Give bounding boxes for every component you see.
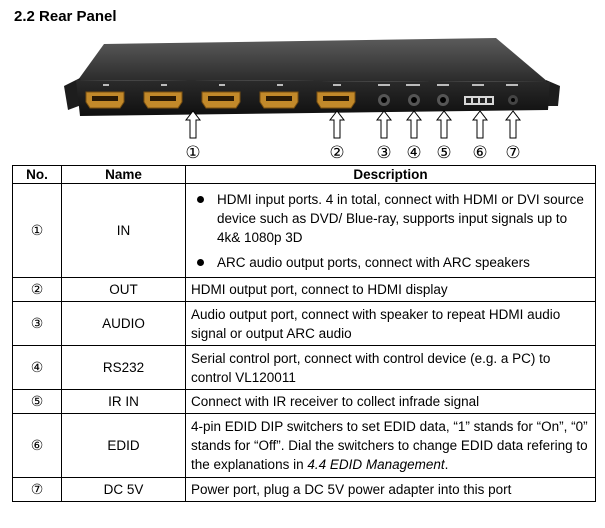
row-description: Audio output port, connect with speaker … [185,301,596,346]
callout-3: ③ [376,143,391,163]
section-title: 2.2 Rear Panel [14,8,117,25]
row-description: 4-pin EDID DIP switchers to set EDID dat… [185,413,596,478]
callout-7: ⑦ [505,143,520,163]
table-row: ③ AUDIO Audio output port, connect with … [12,301,596,346]
row-name: DC 5V [61,477,186,502]
header-description: Description [185,165,596,184]
callout-2: ② [329,143,344,163]
rear-panel-illustration: ① ② ③ ④ ⑤ ⑥ ⑦ [64,38,560,163]
arrow-ir-in [435,110,453,139]
table-row: ① IN HDMI input ports. 4 in total, conne… [12,183,596,278]
row-name: IR IN [61,389,186,414]
row-name: IN [61,183,186,278]
bullet-item: HDMI input ports. 4 in total, connect wi… [195,190,590,247]
header-name: Name [61,165,186,184]
table-row: ⑥ EDID 4-pin EDID DIP switchers to set E… [12,413,596,478]
row-description: Serial control port, connect with contro… [185,345,596,390]
table-header-row: No. Name Description [12,165,596,184]
arrow-audio [375,110,393,139]
row-no: ② [12,277,62,302]
edid-management-reference: 4.4 EDID Management [307,457,445,472]
edid-dip-switch [464,96,494,105]
row-no: ③ [12,301,62,346]
callout-1: ① [185,143,200,163]
arrow-dc [504,110,522,139]
row-name: EDID [61,413,186,478]
row-description: HDMI output port, connect to HDMI displa… [185,277,596,302]
arrow-edid [471,110,489,139]
row-no: ⑤ [12,389,62,414]
row-no: ① [12,183,62,278]
table-row: ⑤ IR IN Connect with IR receiver to coll… [12,389,596,414]
arrow-out [328,110,346,139]
row-name: RS232 [61,345,186,390]
bullet-item: ARC audio output ports, connect with ARC… [195,253,590,272]
row-name: AUDIO [61,301,186,346]
edid-description-end: . [444,457,449,472]
chassis-front [76,80,550,116]
audio-jack [378,94,390,106]
table-row: ⑦ DC 5V Power port, plug a DC 5V power a… [12,477,596,502]
dc-power-jack [508,95,518,105]
row-no: ⑦ [12,477,62,502]
row-no: ④ [12,345,62,390]
callout-arrows [184,110,522,139]
ir-in-jack [437,94,449,106]
arrow-rs232 [405,110,423,139]
table-row: ④ RS232 Serial control port, connect wit… [12,345,596,390]
rear-panel-table: No. Name Description ① IN HDMI input por… [12,165,596,502]
arrow-in [184,110,202,139]
row-description: HDMI input ports. 4 in total, connect wi… [185,183,596,278]
row-name: OUT [61,277,186,302]
row-description: Power port, plug a DC 5V power adapter i… [185,477,596,502]
callout-4: ④ [406,143,421,163]
header-no: No. [12,165,62,184]
rs232-jack [408,94,420,106]
callout-6: ⑥ [472,143,487,163]
table-row: ② OUT HDMI output port, connect to HDMI … [12,277,596,302]
chassis-top [78,38,548,82]
row-description: Connect with IR receiver to collect infr… [185,389,596,414]
edid-description-text: 4-pin EDID DIP switchers to set EDID dat… [191,419,588,472]
row-no: ⑥ [12,413,62,478]
callout-5: ⑤ [436,143,451,163]
